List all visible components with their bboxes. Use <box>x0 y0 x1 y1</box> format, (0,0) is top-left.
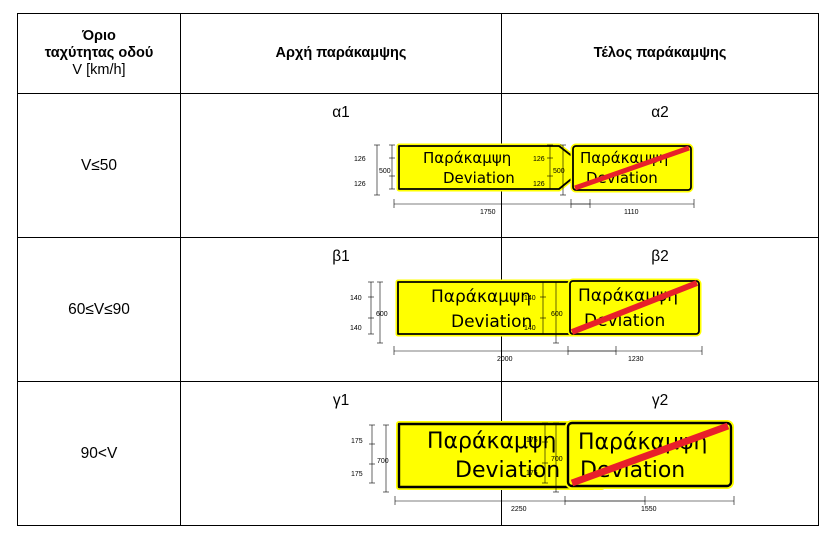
dimension-label: 140 <box>524 325 536 332</box>
start-sign-cell: α1 126 126 500 1750 <box>180 93 591 238</box>
header-start-cell: Αρχή παράκαμψης <box>180 13 502 94</box>
dimension-label: 1750 <box>480 209 496 216</box>
dimension-lines <box>547 144 695 208</box>
header-start-title: Αρχή παράκαμψης <box>275 45 407 61</box>
cross-out-stripe <box>570 280 699 335</box>
sign-code-label: β1 <box>332 248 350 265</box>
header-row: Όριο ταχύτητας οδού V [km/h] Αρχή παράκα… <box>17 13 819 94</box>
dimension-label: 126 <box>354 156 366 163</box>
dimension-label: 500 <box>379 168 391 175</box>
sign-text-english: Deviation <box>586 169 658 187</box>
dimension-label: 140 <box>350 295 362 302</box>
header-speed-cell: Όριο ταχύτητας οδού V [km/h] <box>17 13 181 94</box>
deviation-signs-table: Όριο ταχύτητας οδού V [km/h] Αρχή παράκα… <box>17 13 819 526</box>
header-speed-line2: ταχύτητας οδού <box>44 45 154 61</box>
dimension-label: 1230 <box>628 356 644 363</box>
table-row: V≤50 α1 126 126 500 <box>17 93 819 238</box>
dimension-label: 600 <box>376 311 388 318</box>
dimension-label: 1550 <box>641 506 657 513</box>
cross-out-stripe <box>574 145 690 191</box>
speed-limit-text: 90<V <box>80 444 118 462</box>
end-sign-cell: γ2 175 175 700 1550 <box>501 381 819 526</box>
end-sign-cell: β2 140 140 600 1230 <box>501 237 819 382</box>
speed-limit-text: 60≤V≤90 <box>68 300 130 318</box>
end-sign-border <box>569 280 700 335</box>
sign-text-english: Deviation <box>443 169 515 187</box>
dimension-label: 175 <box>526 437 538 444</box>
sign-code-label: γ2 <box>651 392 669 409</box>
header-speed-unit: V [km/h] <box>72 62 126 78</box>
dimension-label: 600 <box>551 311 563 318</box>
start-sign-cell: γ1 175 175 700 2250 <box>180 381 646 526</box>
sign-text-greek: Παράκαμψη <box>423 149 511 167</box>
dimension-label: 126 <box>354 181 366 188</box>
end-sign-cell: α2 126 126 500 1110 <box>501 93 819 238</box>
end-sign-drawing: 175 175 700 1550 Παράκαμψη Deviation <box>526 420 735 513</box>
dimension-lines <box>540 281 703 355</box>
dimension-label: 175 <box>351 471 363 478</box>
dimension-label: 700 <box>377 458 389 465</box>
dimension-label: 126 <box>533 156 545 163</box>
header-end-title: Τέλος παράκαμψης <box>593 45 727 61</box>
speed-limit-text: V≤50 <box>80 156 118 174</box>
sign-code-label: γ1 <box>332 392 350 409</box>
header-speed-line1: Όριο <box>82 28 116 44</box>
dimension-label: 500 <box>553 168 565 175</box>
start-sign-drawing: 140 140 600 2000 Παράκαμψη Deviation <box>350 279 617 363</box>
dimension-label: 175 <box>526 470 538 477</box>
speed-cell: 60≤V≤90 <box>17 237 181 382</box>
start-sign-drawing: 126 126 500 1750 Παράκαμψη Deviation <box>354 143 591 216</box>
sign-text-english: Deviation <box>584 311 665 331</box>
cross-out-stripe <box>570 422 730 487</box>
dimension-label: 1110 <box>624 209 639 216</box>
start-sign-drawing: 175 175 700 2250 Παράκαμψη Deviation <box>351 421 646 513</box>
dimension-label: 700 <box>551 456 563 463</box>
sign-code-label: α2 <box>651 104 669 121</box>
end-sign-border <box>566 421 733 488</box>
table-row: 60≤V≤90 β1 140 140 600 <box>17 237 819 382</box>
speed-cell: 90<V <box>17 381 181 526</box>
sign-code-label: α1 <box>332 104 350 121</box>
dimension-label: 175 <box>351 438 363 445</box>
header-end-cell: Τέλος παράκαμψης <box>501 13 819 94</box>
speed-cell: V≤50 <box>17 93 181 238</box>
start-sign-cell: β1 140 140 600 2000 <box>180 237 617 382</box>
end-sign-drawing: 140 140 600 1230 Παράκαμψη Deviation <box>524 278 703 363</box>
table-row: 90<V γ1 175 175 700 <box>17 381 819 526</box>
dimension-label: 140 <box>524 295 536 302</box>
sign-code-label: β2 <box>651 248 669 265</box>
dimension-label: 126 <box>533 181 545 188</box>
dimension-label: 140 <box>350 325 362 332</box>
end-sign-border <box>572 145 692 191</box>
end-sign-drawing: 126 126 500 1110 Παράκαμψη Deviation <box>533 143 695 216</box>
dimension-lines <box>542 422 735 505</box>
